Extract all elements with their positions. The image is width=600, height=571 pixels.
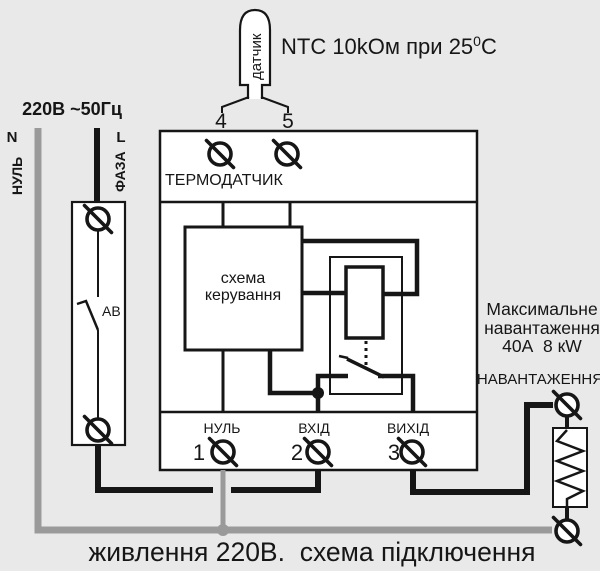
relay-enclosure (329, 256, 403, 395)
sensor-label: датчик (248, 33, 265, 80)
control-circuit-box (183, 225, 304, 352)
breaker-label: АВ (102, 303, 121, 319)
contact-input-wire (315, 373, 348, 411)
load (551, 389, 588, 547)
control-feed-wire (267, 349, 316, 396)
control-label-line2: керування (205, 287, 281, 304)
terminal-1-number: 1 (193, 440, 205, 465)
resistor-zigzag-icon (553, 429, 587, 506)
supply-label: 220В ~50Гц (22, 99, 122, 119)
control-label-line1: схема (221, 270, 266, 287)
sensor-lead-left (221, 96, 250, 113)
load-label: НАВАНТАЖЕННЯ (477, 371, 600, 388)
terminal-3-label: ВИХІД (387, 420, 430, 436)
sensor-lead-right (260, 96, 289, 113)
ntc-spec-superscript: 0 (473, 33, 481, 49)
caption: живлення 220В. схема підключення (89, 537, 536, 567)
relay-contact-arm (346, 357, 385, 379)
breaker-output-wire (95, 444, 213, 493)
sensor-probe: датчик 4 5 (215, 8, 294, 133)
terminal-3-number: 3 (388, 440, 400, 465)
terminal-2-number: 2 (291, 440, 303, 465)
sensor-capsule (238, 8, 272, 99)
ntc-spec-label: NTC 10kОм при 250С (281, 33, 497, 59)
phase-label: ФАЗА (112, 151, 128, 192)
pin-4-label: 4 (215, 110, 227, 133)
n-label: N (7, 129, 18, 146)
input-terminal-wire (231, 469, 321, 493)
neutral-label: НУЛЬ (9, 157, 25, 195)
ntc-spec-end: С (481, 34, 497, 59)
contact-arm-tip (338, 354, 349, 360)
junction-dot (312, 387, 324, 399)
pin-5-label: 5 (282, 110, 294, 133)
max-load-line1: Максимальне (486, 299, 597, 319)
output-to-load-wire (410, 402, 553, 495)
thermo-section-label: ТЕРМОДАТЧИК (165, 172, 284, 189)
thermostat-device: ТЕРМОДАТЧИК схема керування НУЛЬ ВХІД ВИ… (158, 129, 479, 472)
terminal-1-label: НУЛЬ (204, 420, 241, 436)
l-label: L (116, 129, 125, 146)
coil-drive-wire-top (302, 238, 420, 297)
load-top-screw-icon (551, 389, 583, 421)
neutral-wire (34, 128, 552, 534)
ntc-spec-main: NTC 10kОм при 25 (281, 34, 473, 59)
breaker: АВ (70, 200, 127, 447)
terminal-2-label: ВХІД (298, 420, 330, 436)
max-load-line3: 40А 8 кW (502, 336, 582, 356)
neutral-junction-dot (217, 524, 229, 536)
breaker-switch-icon (76, 299, 100, 331)
supply-wires (34, 128, 552, 534)
max-load-line2: навантаження (484, 318, 600, 338)
contact-output-wire (378, 373, 416, 411)
load-bottom-screw-icon (551, 515, 583, 547)
relay-coil (344, 265, 385, 340)
